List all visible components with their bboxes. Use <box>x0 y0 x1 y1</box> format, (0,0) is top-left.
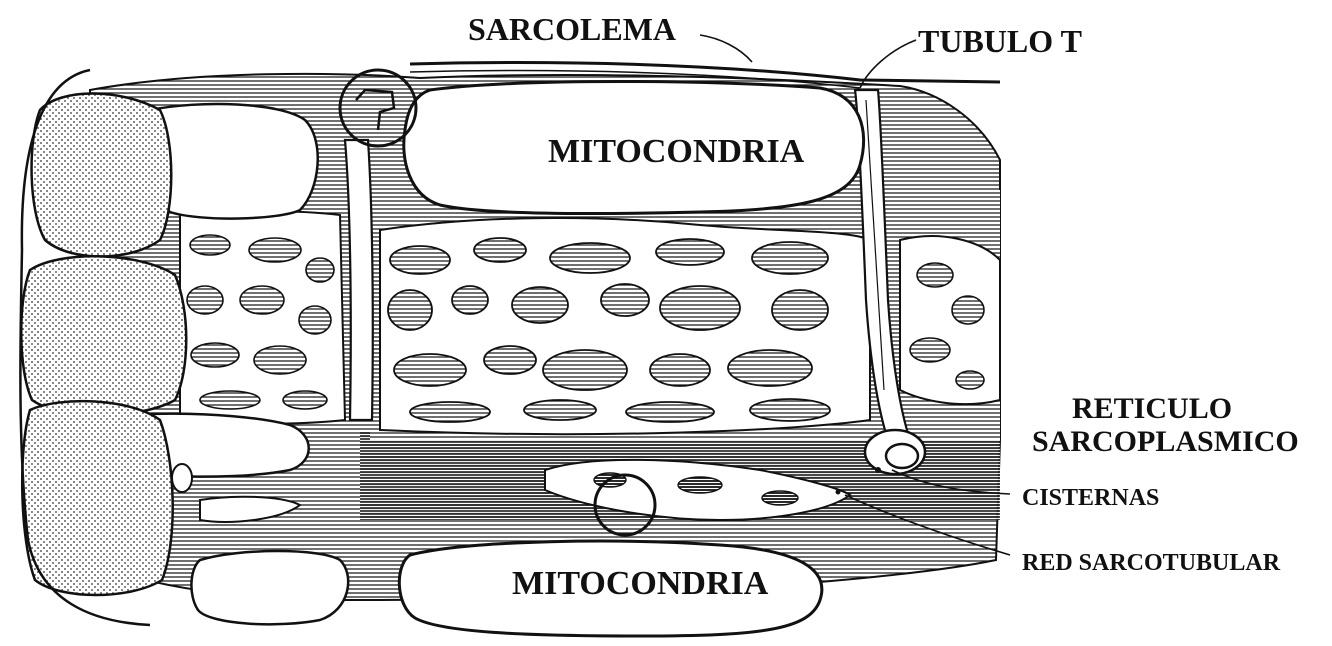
fibril-cross-sections <box>21 94 186 596</box>
label-mitocondria-top: MITOCONDRIA <box>548 133 805 170</box>
label-cisternas: CISTERNAS <box>1022 485 1159 511</box>
left-reticulum-network <box>180 211 345 424</box>
t-tubule-cross-section <box>865 430 925 474</box>
label-tubulo-t: TUBULO T <box>918 23 1082 59</box>
label-red-sarcotubular: RED SARCOTUBULAR <box>1022 550 1281 576</box>
label-sarcolema: SARCOLEMA <box>468 11 676 47</box>
mitochondrion-small-bottom-left <box>191 551 348 624</box>
sarcoplasmic-reticulum-network <box>370 190 1000 440</box>
label-reticulo: RETICULO <box>1072 392 1232 425</box>
label-mitocondria-bottom: MITOCONDRIA <box>512 565 769 602</box>
label-sarcoplasmico: SARCOPLASMICO <box>1032 425 1299 458</box>
